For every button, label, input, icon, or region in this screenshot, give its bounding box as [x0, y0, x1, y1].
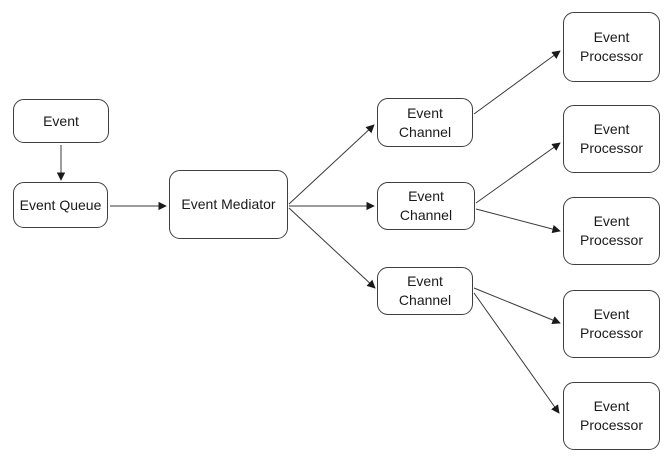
node-event-queue-label: Event Queue — [19, 196, 102, 213]
node-event-processor-3-label: Event Processor — [579, 213, 644, 248]
node-event-channel-1-label: Event Channel — [398, 104, 452, 140]
node-event-processor-1: Event Processor — [563, 12, 660, 82]
node-event-processor-4-label: Event Processor — [579, 306, 644, 341]
edge-event-mediator-to-event-channel-3 — [288, 207, 376, 289]
node-event-mediator-label: Event Mediator — [181, 196, 276, 213]
node-event-channel-3: Event Channel — [377, 267, 473, 315]
edge-event-channel-1-to-event-processor-1 — [473, 50, 561, 115]
node-event-channel-2: Event Channel — [377, 182, 475, 230]
edge-event-channel-2-to-event-processor-3 — [475, 208, 561, 234]
edge-event-channel-3-to-event-processor-5 — [473, 292, 560, 414]
edge-event-channel-2-to-event-processor-2 — [475, 142, 561, 204]
node-event-processor-4: Event Processor — [563, 290, 660, 358]
edge-event-mediator-to-event-channel-1 — [288, 124, 375, 205]
node-event-mediator: Event Mediator — [169, 170, 288, 239]
node-event-processor-1-label: Event Processor — [579, 29, 644, 64]
edge-event-channel-3-to-event-processor-4 — [473, 287, 561, 325]
node-event-channel-3-label: Event Channel — [398, 273, 452, 308]
node-event-processor-2-label: Event Processor — [579, 121, 644, 156]
node-event-processor-3: Event Processor — [563, 197, 660, 265]
node-event-queue: Event Queue — [13, 182, 108, 228]
node-event-processor-5: Event Processor — [563, 382, 660, 450]
node-event-channel-2-label: Event Channel — [399, 188, 453, 223]
node-event-processor-2: Event Processor — [563, 105, 660, 173]
node-event-channel-1: Event Channel — [377, 98, 473, 147]
node-event-label: Event — [43, 112, 79, 129]
node-event-processor-5-label: Event Processor — [579, 398, 644, 433]
node-event: Event — [13, 99, 109, 143]
